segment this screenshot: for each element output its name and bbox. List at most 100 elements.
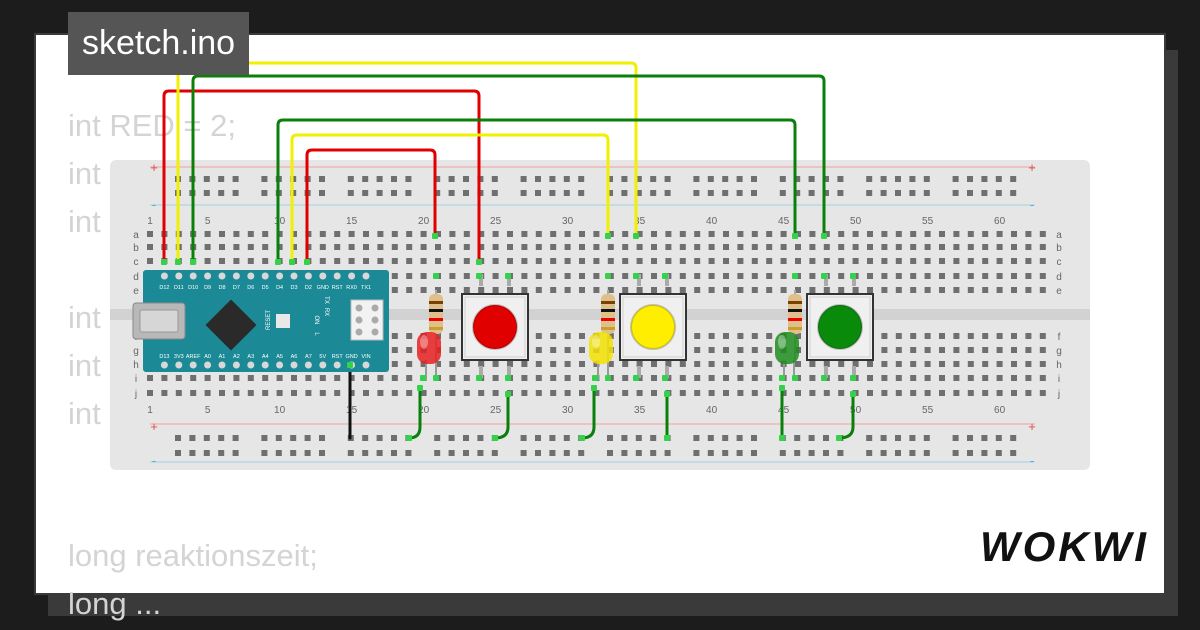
breadboard-hole xyxy=(204,231,211,237)
breadboard-hole xyxy=(435,390,441,396)
breadboard-hole xyxy=(838,244,845,250)
breadboard-hole xyxy=(291,244,297,250)
pin-hole xyxy=(319,272,327,280)
breadboard-hole xyxy=(895,273,902,279)
rail-hole xyxy=(823,450,829,456)
code-line: int RED = 2; xyxy=(68,108,236,143)
breadboard-hole xyxy=(420,390,427,396)
breadboard-hole xyxy=(996,333,1003,339)
rail-hole xyxy=(837,190,844,196)
breadboard-hole xyxy=(262,231,269,237)
breadboard-hole xyxy=(420,231,427,237)
breadboard-hole xyxy=(449,231,456,237)
breadboard-hole xyxy=(809,390,816,396)
pin-label: D11 xyxy=(174,285,184,291)
sketch-title[interactable]: sketch.ino xyxy=(68,12,250,75)
rail-hole xyxy=(290,450,297,456)
connection-dot xyxy=(190,259,196,265)
green-button[interactable] xyxy=(806,274,874,378)
rail-hole xyxy=(621,190,628,196)
icsp-pin xyxy=(371,328,379,336)
breadboard-hole xyxy=(766,361,773,367)
breadboard-hole xyxy=(521,375,528,381)
breadboard-hole xyxy=(694,244,701,250)
breadboard-hole xyxy=(651,375,657,381)
pin-label: GND xyxy=(317,285,329,291)
reset-button[interactable] xyxy=(276,314,290,328)
rail-hole xyxy=(981,190,988,196)
pin-label: D2 xyxy=(305,285,312,291)
breadboard-hole xyxy=(579,390,585,396)
breadboard-hole xyxy=(651,390,657,396)
breadboard-hole xyxy=(233,231,240,237)
breadboard-hole xyxy=(881,231,888,237)
red-button[interactable] xyxy=(461,274,529,378)
rail-hole xyxy=(736,190,743,196)
breadboard-hole xyxy=(449,375,456,381)
breadboard-hole xyxy=(564,390,571,396)
rail-hole xyxy=(995,176,1002,182)
breadboard-hole xyxy=(708,258,715,264)
rail-hole xyxy=(664,450,671,456)
breadboard-hole xyxy=(982,244,989,250)
breadboard-hole xyxy=(406,244,413,250)
breadboard-hole xyxy=(348,390,355,396)
column-number: 5 xyxy=(205,216,211,227)
breadboard-hole xyxy=(507,258,513,264)
rail-hole xyxy=(549,435,556,441)
breadboard-hole xyxy=(636,361,643,367)
rail-hole xyxy=(391,176,397,182)
rail-hole xyxy=(866,190,873,196)
breadboard-hole xyxy=(319,244,326,250)
row-letter: b xyxy=(133,243,139,254)
yellow-led xyxy=(589,332,613,380)
breadboard-hole xyxy=(996,361,1003,367)
breadboard-hole xyxy=(636,231,643,237)
breadboard-hole xyxy=(766,390,773,396)
pin-label: A4 xyxy=(262,354,269,360)
yellow-button[interactable] xyxy=(619,274,687,378)
wire-yellow-d3 xyxy=(290,133,610,264)
breadboard-hole xyxy=(766,231,773,237)
breadboard-hole xyxy=(967,273,974,279)
breadboard-hole xyxy=(723,273,729,279)
connection-dot xyxy=(492,435,498,441)
rail-hole xyxy=(304,450,311,456)
button-frame xyxy=(464,296,526,358)
column-number: 50 xyxy=(850,216,862,227)
connection-dot xyxy=(505,391,511,397)
breadboard-hole xyxy=(967,333,974,339)
rail-hole xyxy=(621,450,628,456)
rail-hole xyxy=(736,176,743,182)
pin-label: RX0 xyxy=(346,285,357,291)
breadboard-hole xyxy=(147,258,153,264)
rail-hole xyxy=(448,450,455,456)
row-letter: h xyxy=(133,360,139,371)
pin-label: A1 xyxy=(219,354,226,360)
code-line: int xyxy=(68,348,101,383)
breadboard-hole xyxy=(737,231,744,237)
breadboard-hole xyxy=(579,273,585,279)
rail-hole xyxy=(909,190,916,196)
rail-hole xyxy=(808,435,815,441)
rail-hole xyxy=(520,435,527,441)
rail-hole xyxy=(405,450,412,456)
breadboard-hole xyxy=(867,244,873,250)
breadboard-hole xyxy=(651,258,657,264)
rail-hole xyxy=(707,176,714,182)
pin-label: RST xyxy=(332,285,344,291)
breadboard-hole xyxy=(593,390,600,396)
breadboard-hole xyxy=(838,231,845,237)
breadboard-hole xyxy=(478,287,485,293)
pin-hole xyxy=(175,361,183,369)
pin-hole xyxy=(218,272,226,280)
breadboard-hole xyxy=(1039,287,1046,293)
rail-hole xyxy=(376,190,383,196)
rail-hole xyxy=(578,450,585,456)
breadboard-hole xyxy=(463,258,470,264)
rail-hole xyxy=(923,450,930,456)
breadboard-hole xyxy=(766,347,773,353)
column-number: 30 xyxy=(562,405,574,416)
rail-hole xyxy=(635,435,642,441)
